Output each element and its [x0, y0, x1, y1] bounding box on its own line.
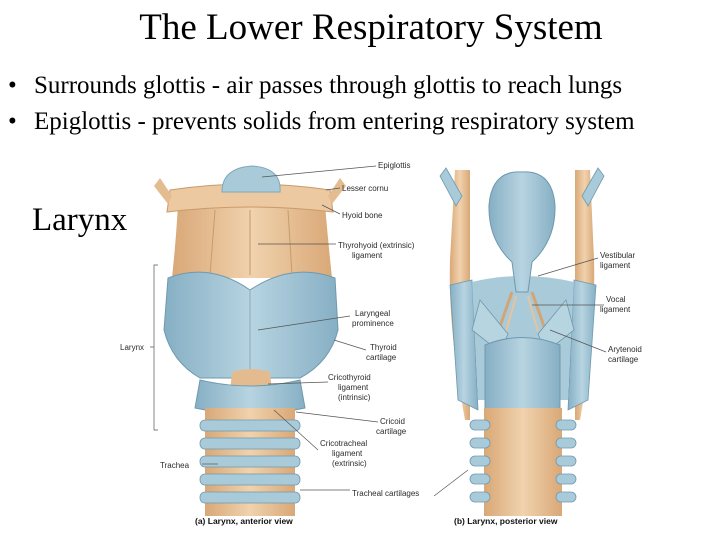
- label-tracheal-cartilages: Tracheal cartilages: [352, 489, 419, 498]
- posterior-larynx-illustration: [439, 167, 605, 516]
- label-arytenoid-line2: cartilage: [608, 355, 639, 364]
- label-thyrohyoid-line2: ligament: [352, 251, 383, 260]
- bullet-item: • Epiglottis - prevents solids from enter…: [8, 104, 635, 140]
- bullet-icon: •: [8, 108, 17, 135]
- posterior-leaders: [532, 257, 607, 353]
- label-lesser-cornu: Lesser cornu: [342, 184, 388, 193]
- slide-title: The Lower Respiratory System: [139, 7, 603, 48]
- caption-posterior: (b) Larynx, posterior view: [454, 516, 558, 526]
- label-cricoid-line1: Cricoid: [380, 417, 405, 426]
- label-cricotracheal-line3: (extrinsic): [332, 459, 367, 468]
- label-laryngeal-line2: prominence: [352, 319, 394, 328]
- label-hyoid-bone: Hyoid bone: [342, 211, 383, 220]
- label-larynx: Larynx: [120, 343, 144, 352]
- label-cricothyroid-line1: Cricothyroid: [328, 373, 371, 382]
- anterior-labels: Epiglottis Lesser cornu Hyoid bone Thyro…: [320, 161, 419, 498]
- label-cricothyroid-line2: ligament: [338, 383, 369, 392]
- bullet-icon: •: [8, 72, 17, 99]
- label-trachea: Trachea: [160, 461, 190, 470]
- label-vocal-line1: Vocal: [606, 295, 626, 304]
- bullet-text: Epiglottis - prevents solids from enteri…: [34, 108, 635, 135]
- label-thyroid-line2: cartilage: [366, 353, 397, 362]
- anterior-leaders: [257, 165, 469, 497]
- label-cricoid-line2: cartilage: [376, 427, 407, 436]
- label-vestibular-line2: ligament: [600, 261, 631, 270]
- anterior-larynx-illustration: [154, 165, 346, 516]
- label-arytenoid-line1: Arytenoid: [608, 345, 642, 354]
- label-thyrohyoid-line1: Thyrohyoid (extrinsic): [338, 241, 415, 250]
- bullet-list: • Surrounds glottis - air passes through …: [8, 68, 635, 140]
- label-cricotracheal-line2: ligament: [332, 449, 363, 458]
- bullet-text: Surrounds glottis - air passes through g…: [34, 72, 623, 99]
- label-epiglottis: Epiglottis: [378, 161, 410, 170]
- bullet-item: • Surrounds glottis - air passes through …: [8, 68, 635, 104]
- label-vestibular-line1: Vestibular: [600, 251, 635, 260]
- larynx-heading: Larynx: [32, 202, 128, 238]
- caption-anterior: (a) Larynx, anterior view: [195, 516, 293, 526]
- larynx-bracket: [150, 264, 158, 431]
- label-thyroid-line1: Thyroid: [370, 343, 397, 352]
- posterior-labels: Vestibular ligament Vocal ligament Aryte…: [600, 251, 642, 364]
- label-cricothyroid-line3: (intrinsic): [338, 393, 371, 402]
- label-laryngeal-line1: Laryngeal: [355, 309, 390, 318]
- label-cricotracheal-line1: Cricotracheal: [320, 439, 367, 448]
- label-vocal-line2: ligament: [600, 305, 631, 314]
